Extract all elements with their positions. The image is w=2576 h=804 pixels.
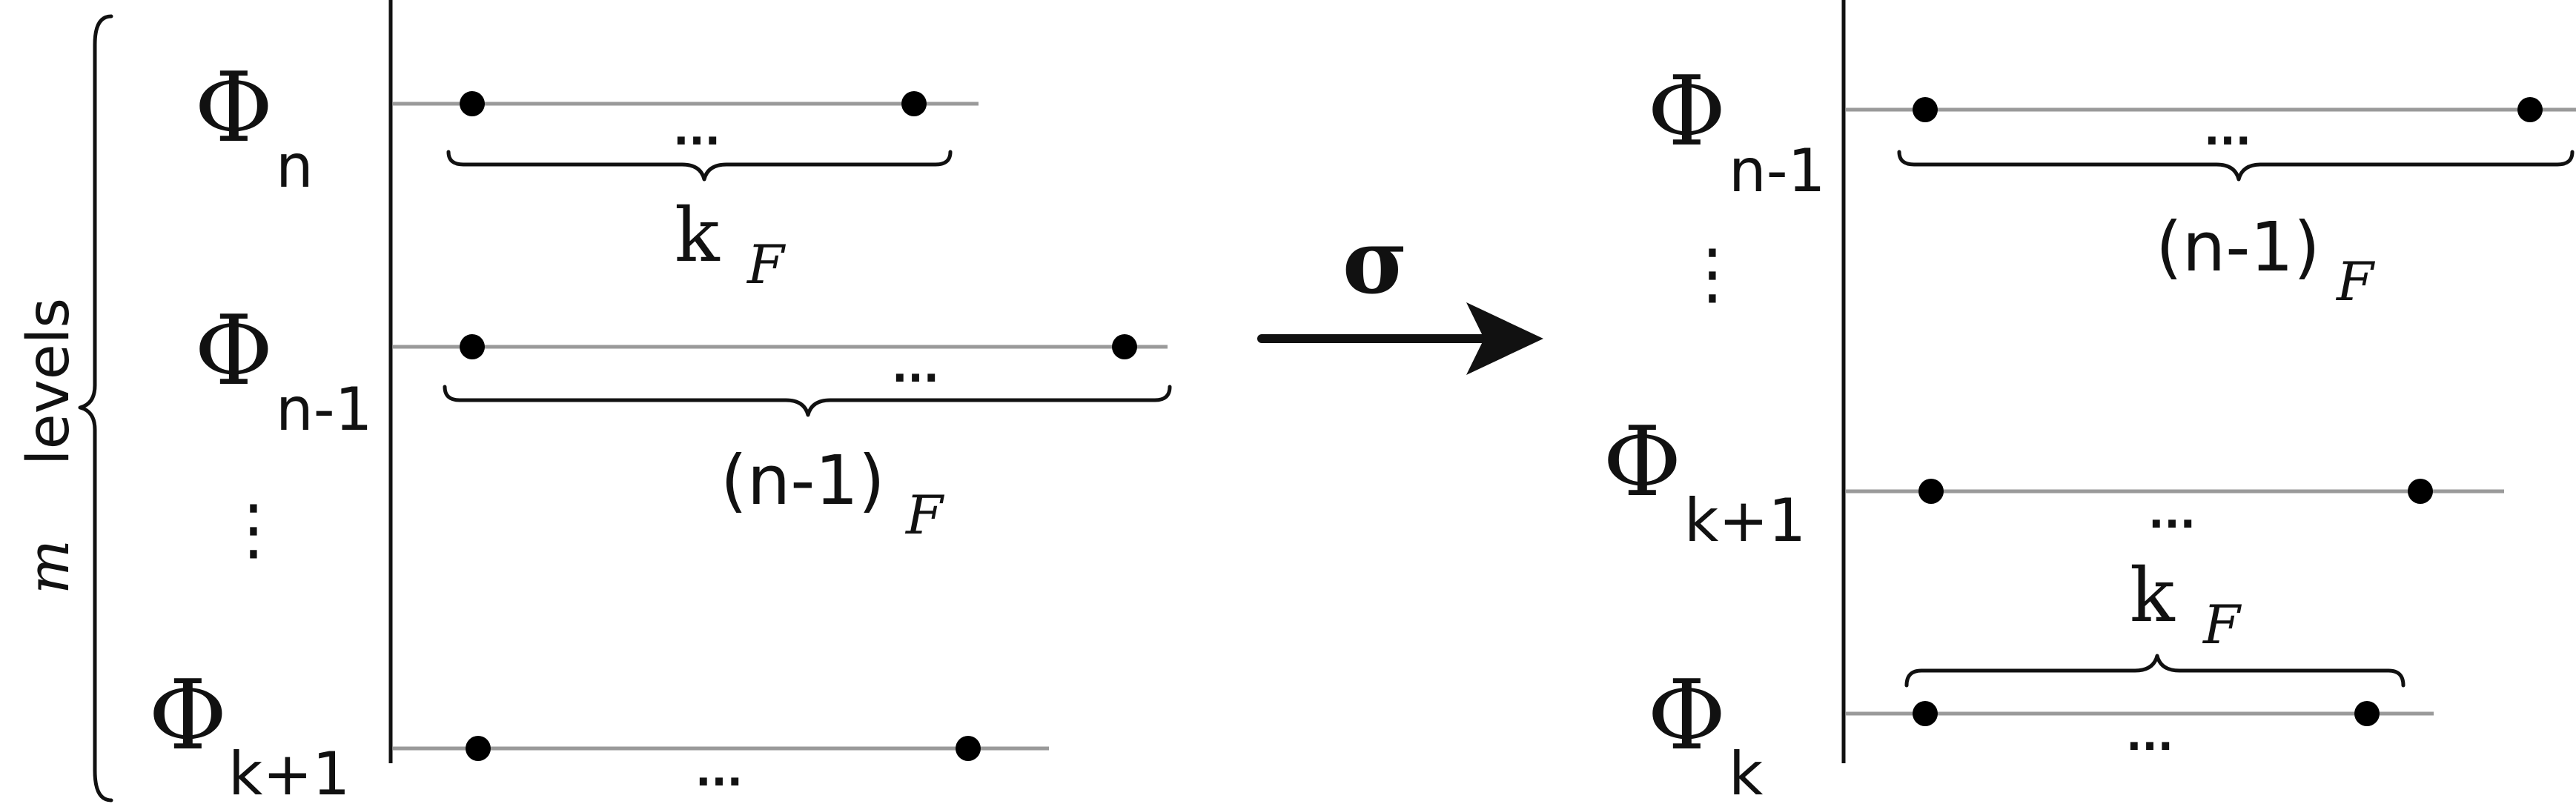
ellipsis: ... (695, 748, 743, 796)
count-brace (443, 385, 1172, 417)
count-brace (1904, 654, 2406, 688)
level-dot-end (2517, 97, 2543, 122)
phi-subscript: k (1729, 740, 1764, 804)
brace-label-subscript: F (2202, 594, 2242, 656)
level-dot-start (1913, 701, 1938, 726)
arrow-head (1466, 302, 1543, 375)
m-levels-label: m levels (16, 298, 82, 594)
brace-label-subscript: F (904, 484, 945, 546)
count-brace (446, 150, 953, 182)
ellipsis: ... (2204, 107, 2251, 155)
brace-label: (n-1) (721, 441, 885, 520)
left-level-phi-n-minus-1: Φ n-1 ... (n-1) F (194, 294, 1172, 546)
m-variable-label: m (16, 539, 82, 594)
phi-subscript: k+1 (228, 740, 350, 804)
level-dot-end (1112, 334, 1137, 359)
vertical-ellipsis: ⋮ (1679, 235, 1746, 313)
level-dot-start (466, 736, 491, 761)
m-levels-brace (78, 14, 113, 803)
level-dot-end (2408, 479, 2433, 504)
phi-subscript: n-1 (1729, 136, 1825, 205)
right-level-phi-k: k F Φ k ... (1647, 552, 2434, 804)
levels-word-label: levels (16, 298, 82, 465)
vertical-ellipsis: ⋮ (220, 491, 287, 568)
left-level-phi-k-plus-1: Φ k+1 ... (148, 659, 1049, 804)
phi-subscript: n (276, 132, 314, 201)
ellipsis: ... (892, 344, 939, 392)
level-dot-start (1918, 479, 1944, 504)
level-dot-end (901, 91, 927, 116)
brace-label-subscript: F (2335, 250, 2376, 313)
level-dot-end (2354, 701, 2380, 726)
phi-symbol: Φ (1603, 405, 1682, 518)
sigma-arrow: σ (1257, 210, 1543, 375)
right-level-phi-n-minus-1: Φ n-1 ... (n-1) F (1647, 55, 2576, 313)
level-dot-end (956, 736, 981, 761)
count-brace (1897, 150, 2575, 182)
left-level-phi-n: Φ n ... k F (194, 51, 979, 296)
phi-symbol: Φ (1647, 659, 1726, 771)
ellipsis: ... (2148, 490, 2196, 538)
right-panel: Φ n-1 ... (n-1) F ⋮ Φ k+1 ... k F Φ (1603, 0, 2576, 804)
right-level-phi-k-plus-1: Φ k+1 ... (1603, 405, 2504, 555)
level-dot-start (460, 334, 485, 359)
phi-subscript: k+1 (1684, 486, 1806, 555)
ellipsis: ... (673, 107, 721, 155)
left-panel: m levels Φ n ... k F Φ n-1 ... (n-1) (16, 0, 1172, 804)
phi-symbol: Φ (148, 659, 228, 771)
brace-label: k (2130, 552, 2176, 639)
ellipsis: ... (2126, 712, 2173, 760)
brace-label-subscript: F (746, 233, 787, 296)
level-dot-start (460, 91, 485, 116)
sigma-label: σ (1342, 210, 1408, 314)
phi-symbol: Φ (1647, 55, 1726, 167)
brace-label: k (675, 192, 721, 279)
phi-symbol: Φ (194, 294, 274, 407)
phi-symbol: Φ (194, 51, 274, 164)
phi-subscript: n-1 (276, 375, 372, 444)
brace-label: (n-1) (2156, 207, 2320, 287)
level-dot-start (1913, 97, 1938, 122)
